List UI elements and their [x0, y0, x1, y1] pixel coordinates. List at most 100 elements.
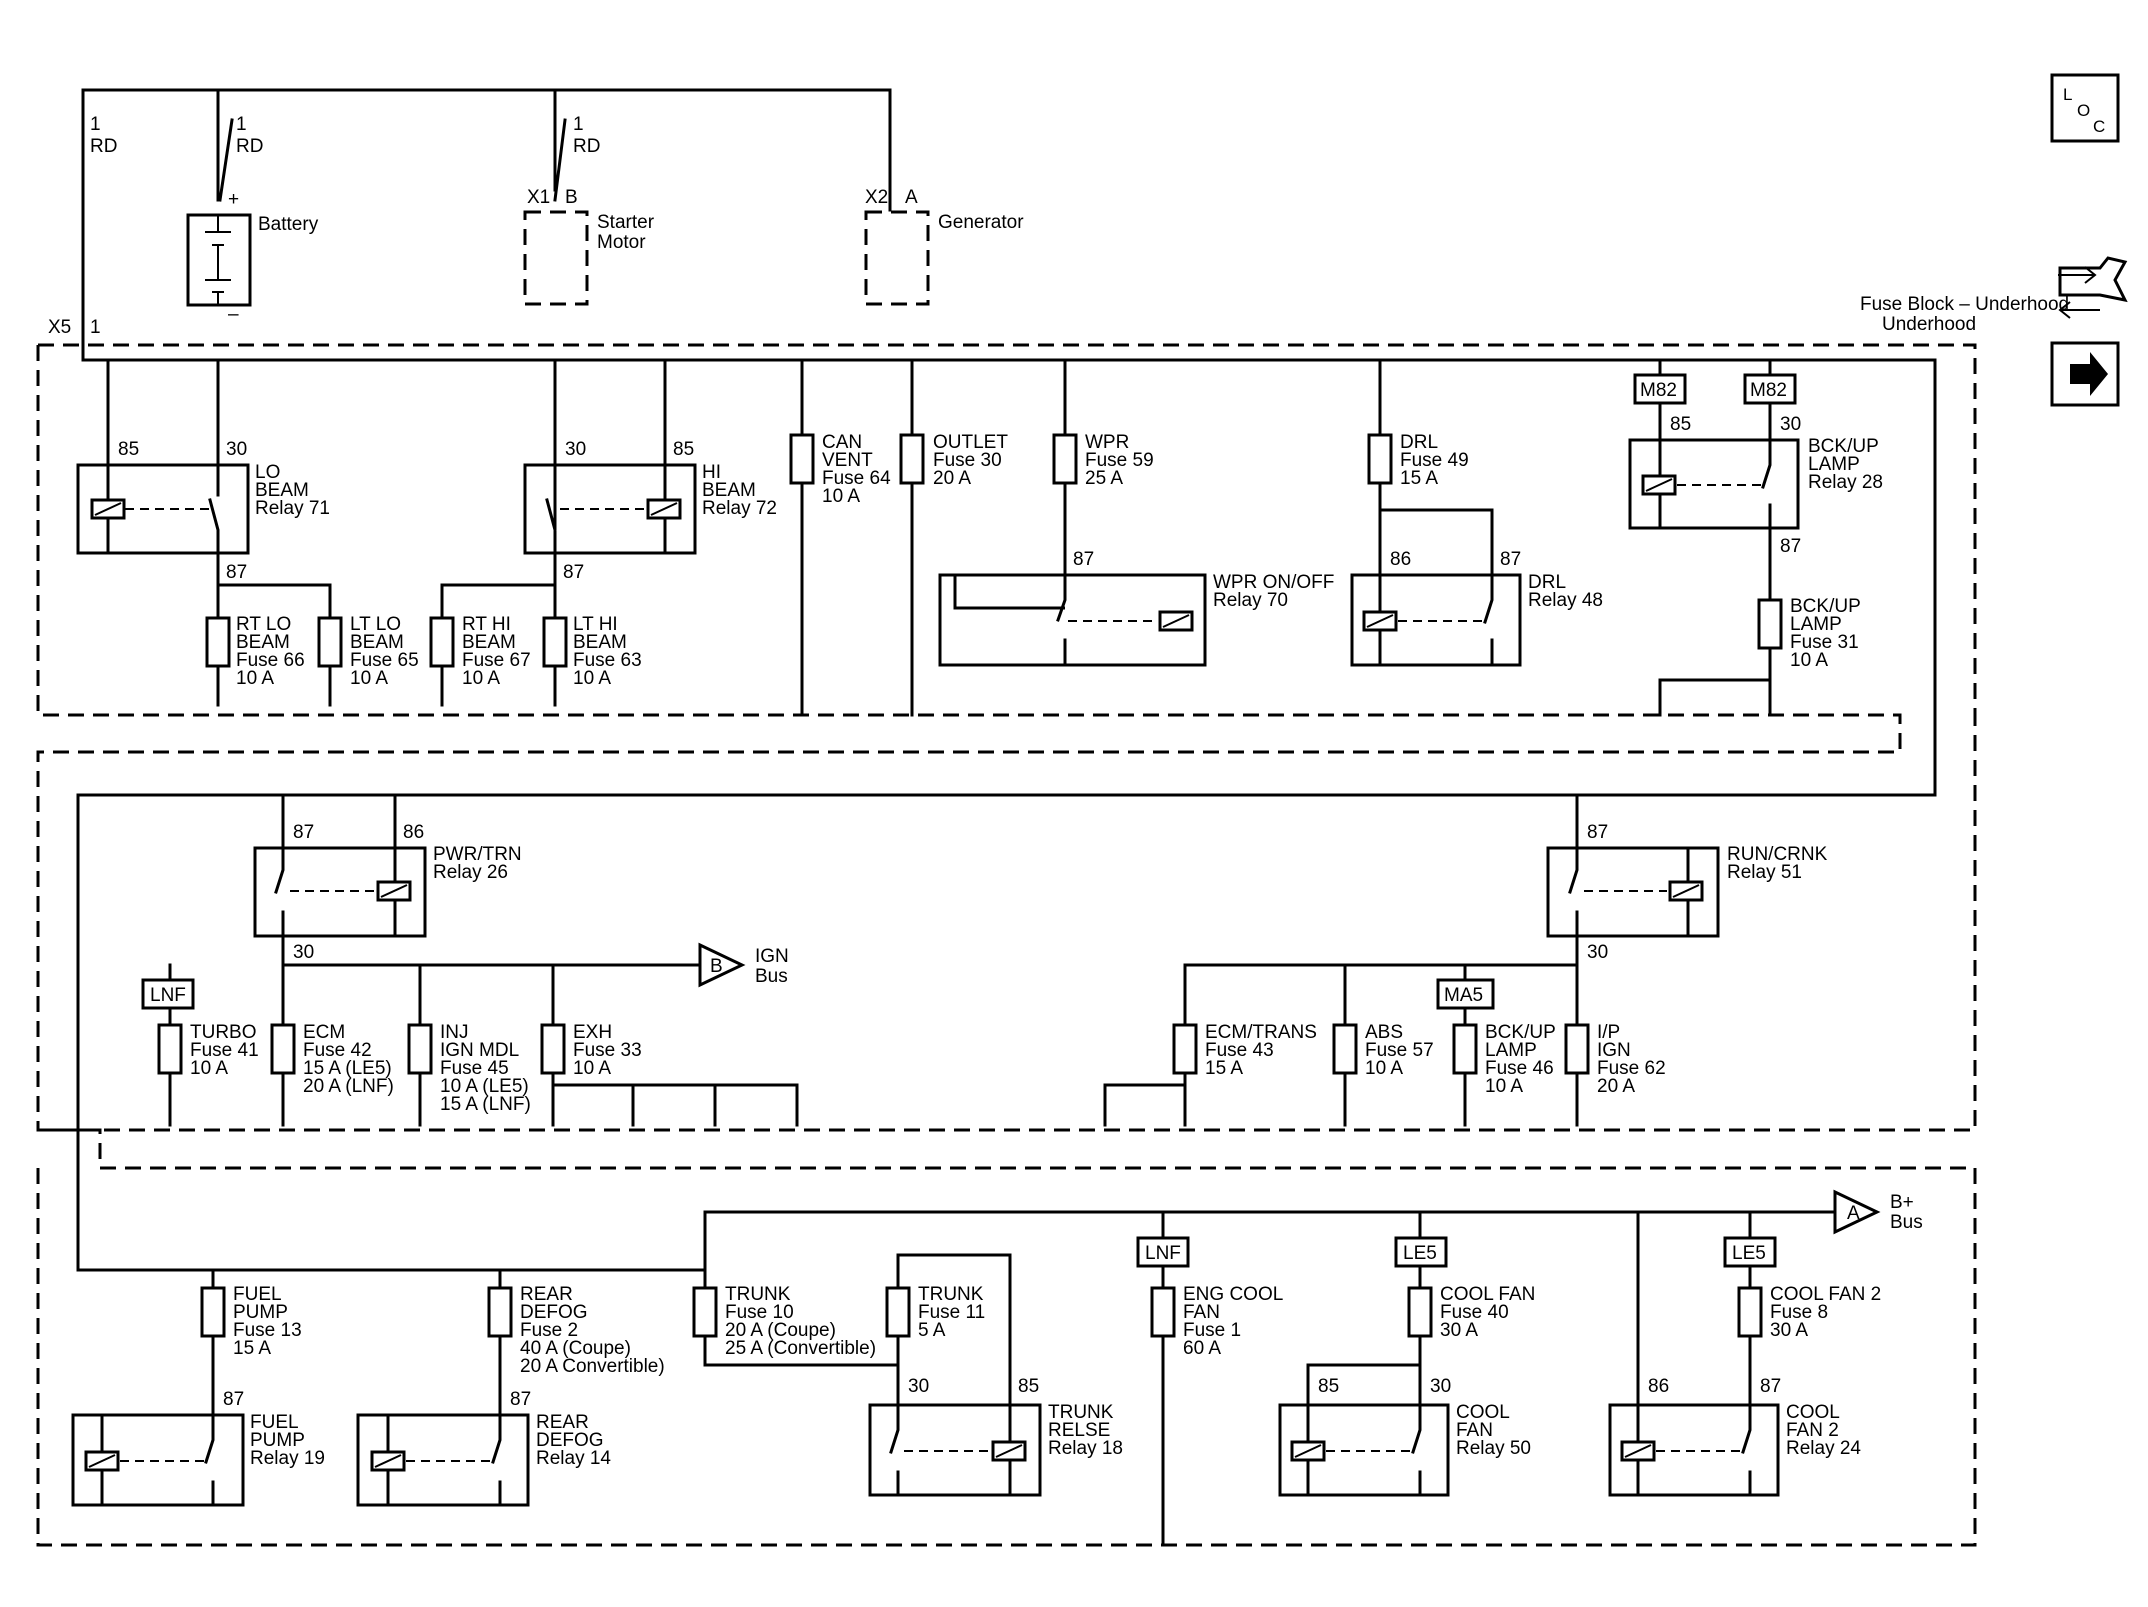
fuse-label: FAN [1183, 1302, 1220, 1323]
fuse-label: ECM [303, 1022, 345, 1043]
fuse-abs [1332, 1023, 1358, 1075]
fuse-label: 5 A [918, 1320, 946, 1341]
fuse-lt-lo-beam [317, 616, 343, 668]
relay-label: WPR ON/OFF [1213, 572, 1334, 593]
fuse-label: INJ [440, 1022, 469, 1043]
fuse-label: BCK/UP [1790, 596, 1861, 617]
fuse-label: 10 A [190, 1058, 228, 1079]
fuse-cool-fan-2 [1737, 1286, 1763, 1338]
pin-label: 30 [565, 439, 586, 460]
pin-label: 30 [1780, 414, 1801, 435]
pin-label: 85 [1318, 1376, 1339, 1397]
fuse-trunk-11 [885, 1286, 911, 1338]
pin-label: 86 [1648, 1376, 1669, 1397]
location-icon[interactable]: L O C [2050, 73, 2120, 143]
main-bus [76, 358, 1937, 1272]
fuse-label: 25 A [1085, 468, 1123, 489]
wpr-relay [938, 358, 1207, 667]
pwr-trn-relay [168, 793, 799, 1127]
pin-label: 87 [1073, 549, 1094, 570]
pin-label: 30 [293, 942, 314, 963]
fuse-exh [540, 1023, 566, 1075]
fuse-label: RT LO [236, 614, 291, 635]
relay-label: Relay 72 [702, 498, 777, 519]
pin-label: 85 [673, 439, 694, 460]
fuse-trunk-10 [692, 1286, 718, 1338]
fuse-label: 20 A (LNF) [303, 1076, 394, 1097]
fuse-label: Fuse 11 [918, 1302, 985, 1323]
option-label: M82 [1640, 380, 1677, 401]
option-label: MA5 [1444, 985, 1483, 1006]
pin-label: 87 [226, 562, 247, 583]
fuse-label: Fuse 33 [573, 1040, 642, 1061]
fuse-label: TRUNK [725, 1284, 791, 1305]
fuse-label: ECM/TRANS [1205, 1022, 1317, 1043]
bus-label: IGN [755, 946, 789, 967]
fuse-bckup-lamp-31 [1757, 598, 1783, 650]
pin-label: 87 [1500, 549, 1521, 570]
relay-label: FUEL [250, 1412, 299, 1433]
svg-text:L: L [2063, 85, 2072, 104]
fuse-block-title: Fuse Block – Underhood [1860, 294, 2069, 315]
relay-label: Relay 19 [250, 1448, 325, 1469]
fuse-outlet [899, 433, 925, 485]
fuse-label: DRL [1400, 432, 1438, 453]
fuse-label: 10 A [573, 668, 611, 689]
fuse-label: 10 A (LE5) [440, 1076, 529, 1097]
battery [186, 213, 252, 307]
option-tag-lnf [1136, 1236, 1190, 1268]
fuse-label: ENG COOL [1183, 1284, 1283, 1305]
connector-x1: X1 [527, 187, 550, 208]
pin-label: 87 [1760, 1376, 1781, 1397]
fuse-label: IGN [1597, 1040, 1631, 1061]
option-tag-lnf [141, 978, 195, 1010]
fuse-label: Fuse 59 [1085, 450, 1154, 471]
bus-letter: B [710, 956, 723, 977]
fuse-fuel-pump [200, 1286, 226, 1338]
relay-label: Relay 48 [1528, 590, 1603, 611]
fuse-rt-hi-beam [429, 616, 455, 668]
pin-label: 87 [1587, 822, 1608, 843]
generator [864, 210, 930, 306]
bus-letter: A [1847, 1203, 1860, 1224]
relay-label: Relay 26 [433, 862, 508, 883]
fuse-label: BEAM [462, 632, 516, 653]
option-tag-m82 [1743, 373, 1797, 405]
fuse-label: Fuse 13 [233, 1320, 302, 1341]
relay-label: HI [702, 462, 721, 483]
option-label: LE5 [1403, 1243, 1437, 1264]
battery-label: Battery [258, 214, 319, 235]
option-tag-ma5 [1436, 978, 1495, 1010]
starter-motor [523, 210, 589, 306]
relay-label: PWR/TRN [433, 844, 522, 865]
lo-beam-relay [76, 358, 332, 707]
battery-feed-wires [81, 88, 892, 362]
bus-label: Bus [1890, 1212, 1923, 1233]
fuse-label: Fuse 30 [933, 450, 1002, 471]
fuse-label: Fuse 67 [462, 650, 531, 671]
relay-label: RELSE [1048, 1420, 1110, 1441]
wire-label: RD [573, 136, 600, 157]
fuse-label: Fuse 41 [190, 1040, 259, 1061]
relay-label: REAR [536, 1412, 589, 1433]
hi-beam-relay [440, 358, 697, 707]
fuse-label: Fuse 1 [1183, 1320, 1241, 1341]
wire-label: 1 [236, 114, 247, 135]
fuse-label: 15 A (LE5) [303, 1058, 392, 1079]
relay-label: Relay 70 [1213, 590, 1288, 611]
fuse-label: ABS [1365, 1022, 1403, 1043]
bus-label: B+ [1890, 1192, 1914, 1213]
starter-label: Motor [597, 232, 646, 253]
option-label: M82 [1750, 380, 1787, 401]
next-arrow-icon[interactable] [2050, 341, 2120, 407]
fuse-label: Fuse 10 [725, 1302, 794, 1323]
fuse-label: EXH [573, 1022, 612, 1043]
schematic-nav-icon[interactable] [2058, 256, 2128, 319]
relay-label: COOL [1786, 1402, 1840, 1423]
relay-label: Relay 51 [1727, 862, 1802, 883]
fuse-label: BEAM [573, 632, 627, 653]
fuse-label: Fuse 8 [1770, 1302, 1828, 1323]
fuse-drl [1367, 433, 1393, 485]
fuse-label: 15 A [233, 1338, 271, 1359]
fuse-block-title: Underhood [1882, 314, 1976, 335]
